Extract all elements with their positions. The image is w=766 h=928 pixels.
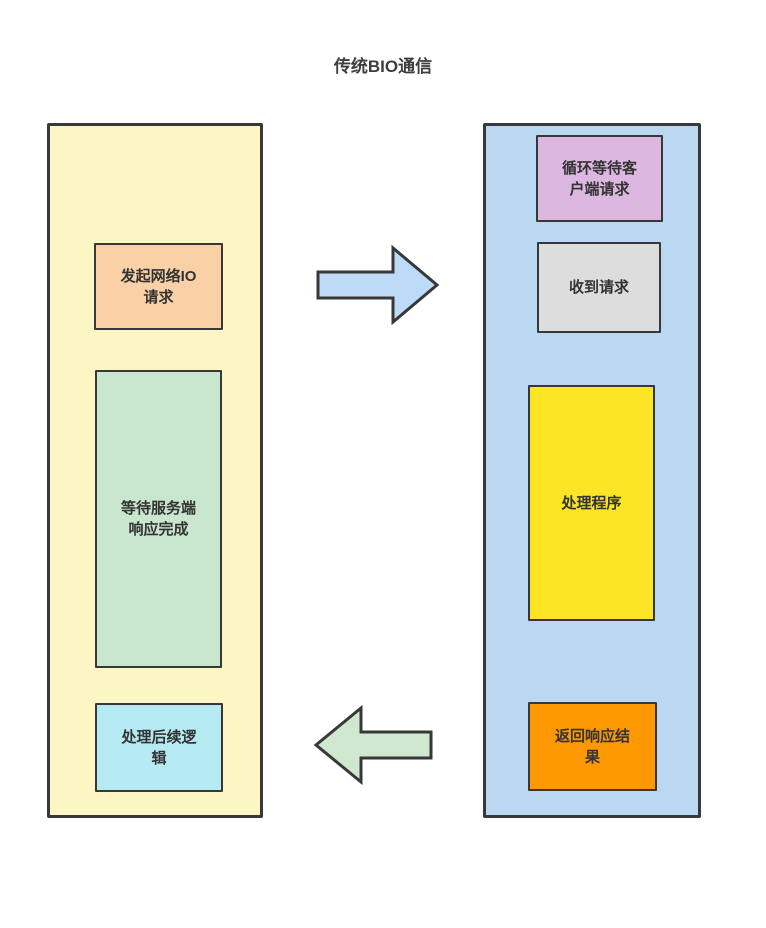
lane-client: 发起网络IO 请求 等待服务端 响应完成 处理后续逻 辑 (47, 123, 263, 818)
node-return-result: 返回响应结 果 (528, 702, 657, 791)
node-loop-wait: 循环等待客 户端请求 (536, 135, 663, 222)
node-wait-response: 等待服务端 响应完成 (95, 370, 222, 668)
arrow-left-icon (313, 704, 433, 786)
node-received: 收到请求 (537, 242, 661, 333)
arrow-right-icon (316, 244, 440, 326)
node-request-io: 发起网络IO 请求 (94, 243, 223, 330)
lane-server: 循环等待客 户端请求 收到请求 处理程序 返回响应结 果 (483, 123, 701, 818)
arrow-left-shape (313, 704, 433, 786)
diagram-title: 传统BIO通信 (333, 57, 433, 76)
node-handler: 处理程序 (528, 385, 655, 621)
node-post-logic: 处理后续逻 辑 (95, 703, 223, 792)
arrow-right-shape (316, 244, 440, 326)
